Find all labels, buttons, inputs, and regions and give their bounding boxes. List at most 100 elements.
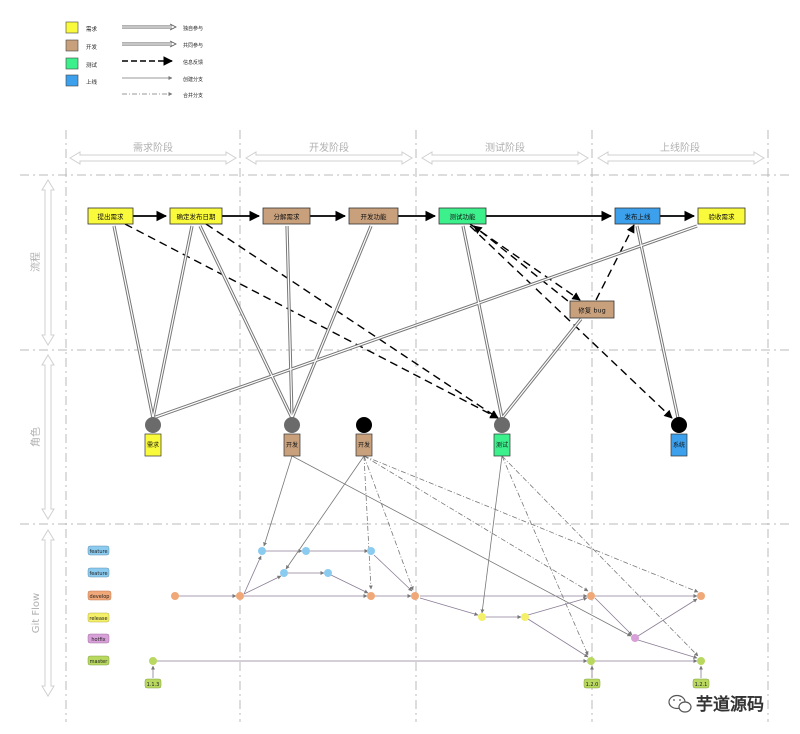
tag-1-1-3: 1.1.3 <box>144 678 162 689</box>
svg-text:提出需求: 提出需求 <box>98 212 125 221</box>
commit-dot <box>697 657 705 665</box>
role-dev-2: 开发 <box>355 417 373 457</box>
commit-dots <box>149 547 705 665</box>
phase-label-dev: 开发阶段 <box>309 141 349 154</box>
legend-line-label-feedback: 信息反馈 <box>183 59 203 66</box>
branch-label-hotfix: hotfix <box>87 633 110 644</box>
svg-text:develop: develop <box>90 594 110 600</box>
tag-1-2-1: 1.2.1 <box>692 678 710 689</box>
process-node-dev: 开发功能 <box>348 207 399 225</box>
svg-text:需求: 需求 <box>147 441 159 449</box>
commit-dot <box>236 592 244 600</box>
roles: 需求 开发 开发 测试 系统 <box>144 417 688 457</box>
commit-dot <box>302 547 310 555</box>
svg-text:修复 bug: 修复 bug <box>578 306 605 315</box>
process-node-release: 发布上线 <box>614 207 661 225</box>
phase-label-live: 上线阶段 <box>660 141 700 154</box>
commit-dot <box>587 657 595 665</box>
svg-text:hotfix: hotfix <box>91 637 105 643</box>
process-node-fix: 修复 bug <box>569 300 615 319</box>
commit-dot <box>521 613 529 621</box>
branch-label-feature-2: feature <box>87 567 110 578</box>
row-label-gitflow: Git Flow <box>31 593 42 633</box>
commit-dot <box>697 592 705 600</box>
version-tags: 1.1.3 1.2.0 1.2.1 <box>144 678 710 689</box>
svg-text:验收需求: 验收需求 <box>709 212 736 221</box>
svg-text:开发: 开发 <box>286 441 298 449</box>
svg-text:测试: 测试 <box>496 441 508 449</box>
role-merge-links <box>363 455 699 657</box>
svg-text:系统: 系统 <box>673 441 685 449</box>
legend-label-test: 测试 <box>86 61 98 69</box>
role-req: 需求 <box>144 417 162 457</box>
svg-text:1.2.1: 1.2.1 <box>695 682 708 688</box>
feedback-arrows <box>124 223 673 419</box>
branch-labels: feature feature develop release hotfix m… <box>87 545 112 666</box>
svg-text:master: master <box>90 659 109 665</box>
legend-swatch-live <box>65 74 79 87</box>
swimlane-grid <box>20 130 790 722</box>
svg-text:1.2.0: 1.2.0 <box>586 682 599 688</box>
legend-label-req: 需求 <box>86 25 98 33</box>
watermark: 芋道源码 <box>668 694 764 715</box>
commit-dot <box>478 613 486 621</box>
branch-lines <box>151 549 703 678</box>
phase-label-req: 需求阶段 <box>133 141 173 154</box>
svg-text:feature: feature <box>89 571 107 577</box>
svg-text:确定发布日期: 确定发布日期 <box>177 212 217 221</box>
legend: 需求 开发 测试 上线 独自参与 共同参与 信息反馈 创建分支 合并分支 <box>65 21 203 99</box>
process-node-accept: 验收需求 <box>697 207 746 225</box>
svg-text:开发: 开发 <box>358 441 370 449</box>
row-label-process: 流程 <box>29 252 42 272</box>
legend-line-label-solo: 独自参与 <box>183 25 203 32</box>
branch-label-develop: develop <box>87 590 112 601</box>
row-label-roles: 角色 <box>29 427 42 447</box>
role-branch-links <box>263 455 632 637</box>
svg-text:feature: feature <box>89 549 107 555</box>
tag-1-2-0: 1.2.0 <box>583 678 601 689</box>
legend-swatch-req <box>65 21 79 34</box>
commit-dot <box>280 569 288 577</box>
svg-text:发布上线: 发布上线 <box>625 212 652 221</box>
commit-dot <box>367 547 375 555</box>
wechat-icon <box>668 694 692 713</box>
commit-dot <box>324 569 332 577</box>
process-node-split: 分解需求 <box>262 207 311 225</box>
commit-dot <box>411 592 419 600</box>
process-node-date: 确定发布日期 <box>169 207 223 225</box>
legend-line-label-merge: 合并分支 <box>183 92 203 99</box>
commit-dot <box>367 592 375 600</box>
role-test: 测试 <box>493 417 511 457</box>
role-sys: 系统 <box>670 417 688 457</box>
branch-label-master: master <box>87 655 110 666</box>
process-node-req: 提出需求 <box>87 207 134 225</box>
commit-dot <box>631 634 639 642</box>
branch-label-release: release <box>87 612 110 623</box>
phase-arrow-test <box>421 151 589 165</box>
legend-label-live: 上线 <box>86 78 98 86</box>
svg-text:1.1.3: 1.1.3 <box>147 682 160 688</box>
process-nodes: 提出需求 确定发布日期 分解需求 开发功能 测试功能 发布上线 验收需求 修复 <box>87 207 746 319</box>
branch-label-feature-1: feature <box>87 545 110 556</box>
row-headers: 流程 角色 Git Flow <box>29 179 55 697</box>
participation-lines <box>112 224 698 420</box>
legend-line-label-joint: 共同参与 <box>183 42 203 49</box>
phase-label-test: 测试阶段 <box>485 141 525 154</box>
phase-arrow-dev <box>245 151 413 165</box>
svg-text:release: release <box>89 616 107 622</box>
commit-dot <box>171 592 179 600</box>
svg-text:测试功能: 测试功能 <box>450 212 477 221</box>
commit-dot <box>149 657 157 665</box>
svg-text:开发功能: 开发功能 <box>361 212 388 221</box>
legend-label-dev: 开发 <box>86 43 98 51</box>
phase-headers: 需求阶段 开发阶段 测试阶段 上线阶段 <box>69 141 765 165</box>
legend-swatch-test <box>65 57 79 70</box>
process-node-test: 测试功能 <box>438 207 487 225</box>
legend-swatch-dev <box>65 39 79 52</box>
legend-line-label-branch: 创建分支 <box>183 76 203 83</box>
commit-dot <box>587 592 595 600</box>
svg-text:分解需求: 分解需求 <box>274 212 301 221</box>
commit-dot <box>258 547 266 555</box>
phase-arrow-live <box>597 151 765 165</box>
